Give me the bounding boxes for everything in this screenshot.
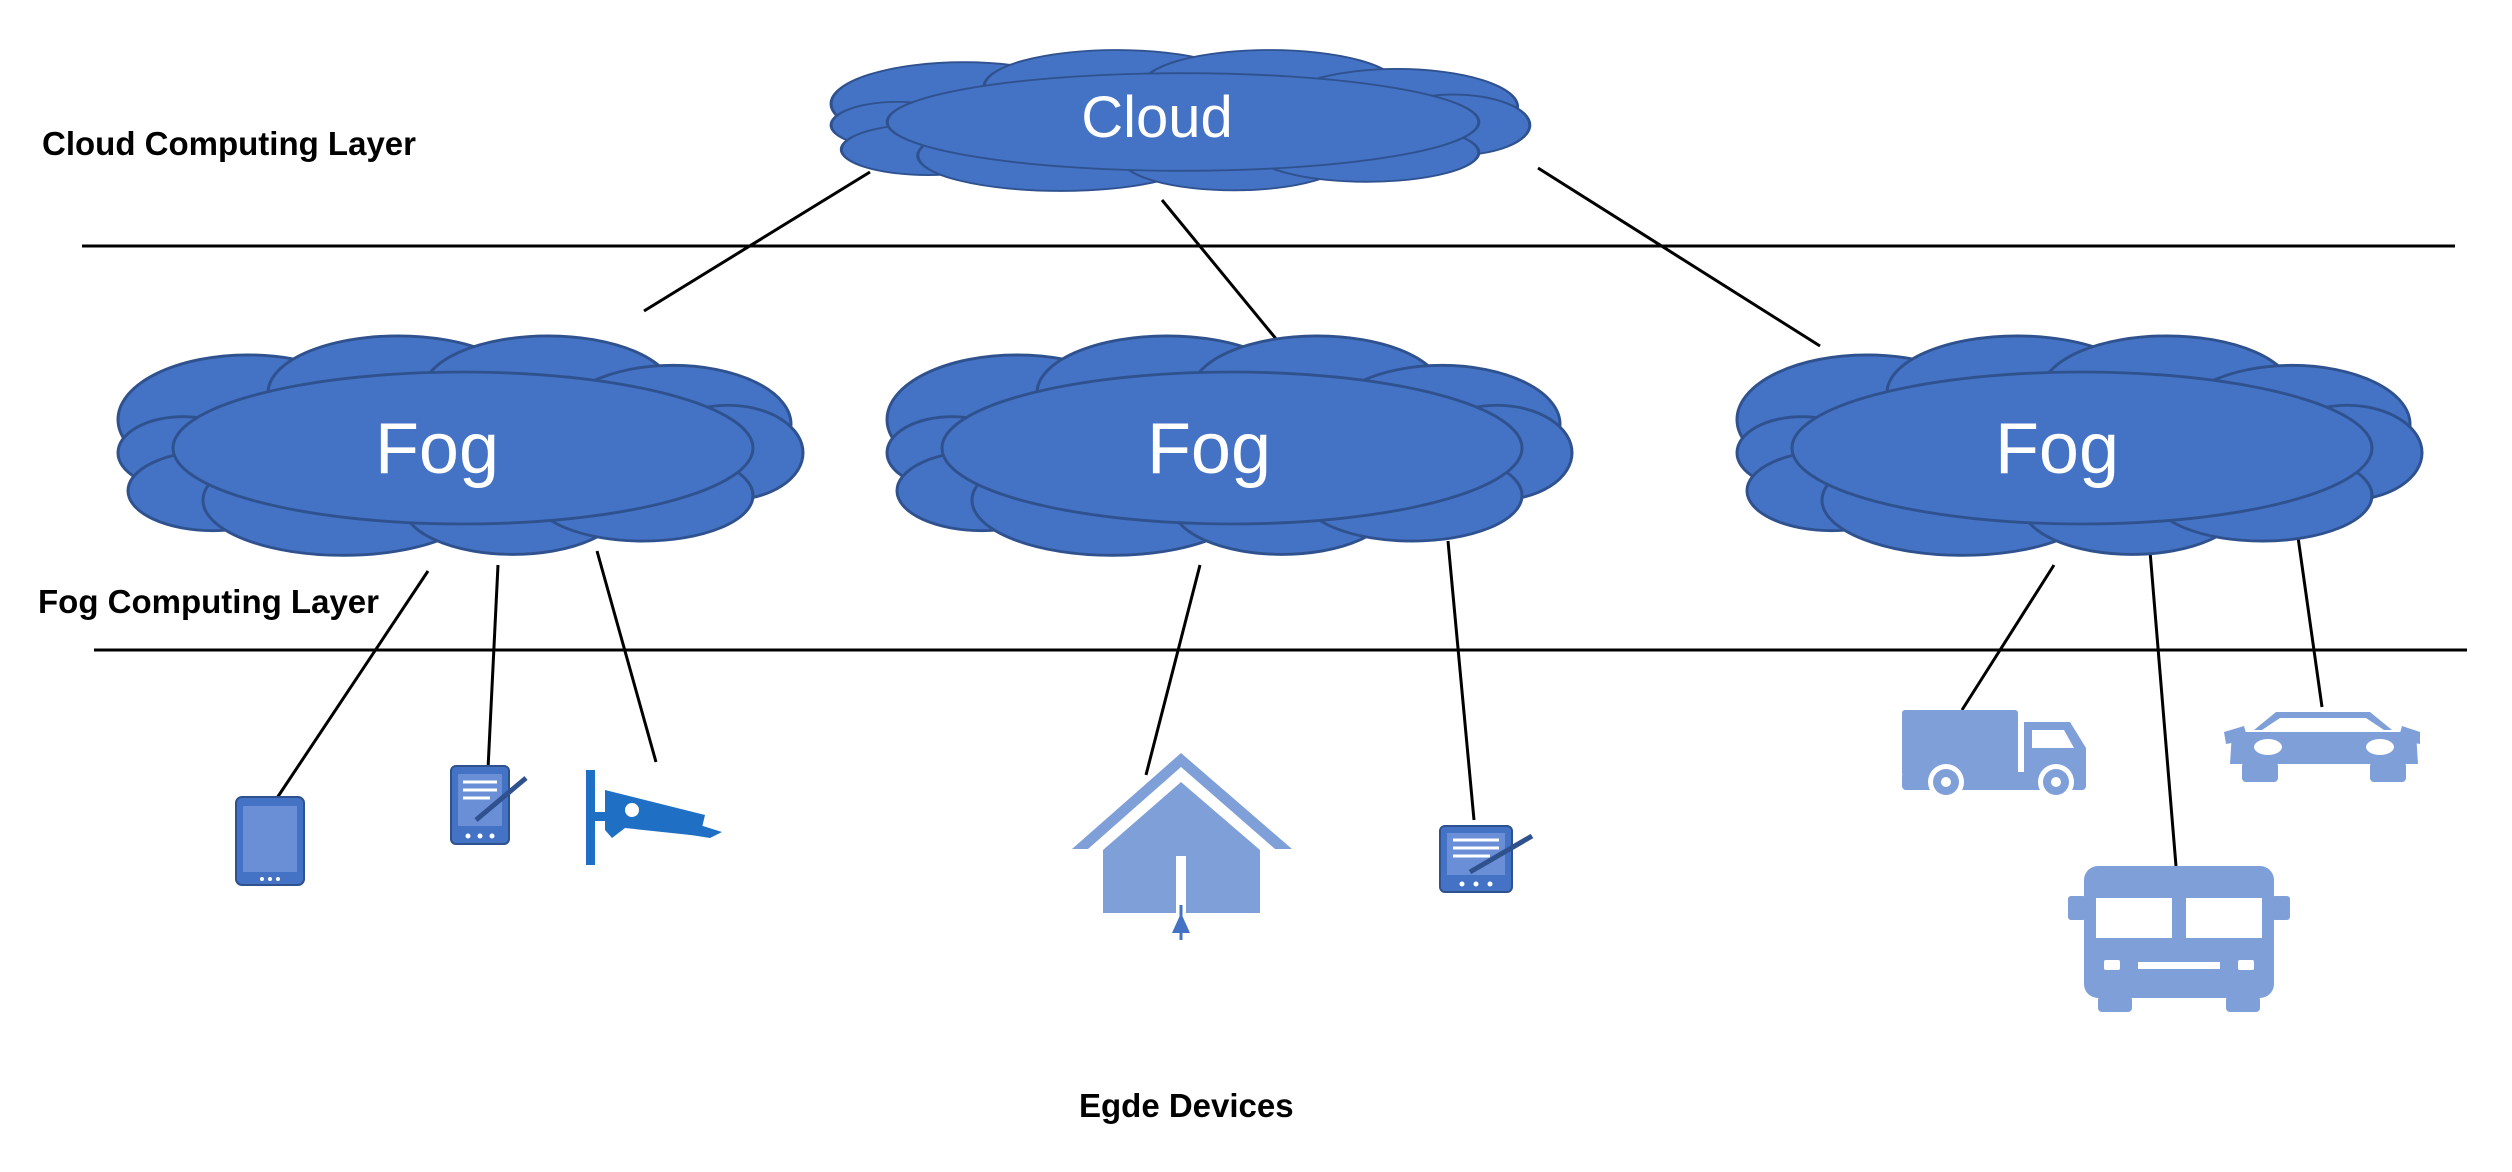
- connector-fog-left-tablet: [271, 570, 430, 805]
- fog-device-connectors: [271, 529, 2324, 867]
- pda-icon: [450, 765, 528, 845]
- fog-node-left-label: Fog: [375, 409, 499, 489]
- connector-fog-right-truck: [1960, 564, 2056, 711]
- cloud-layer-label: Cloud Computing Layer: [42, 125, 416, 162]
- connector-cloud-fog-right: [1537, 166, 1821, 348]
- truck-icon: [1902, 710, 2086, 800]
- car-icon: [2224, 712, 2420, 782]
- house-icon: [1072, 753, 1292, 940]
- pda-icon: [1439, 825, 1534, 893]
- connector-fog-center-pda: [1446, 540, 1476, 821]
- fog-node-center-label: Fog: [1147, 409, 1271, 489]
- connector-fog-right-car: [2295, 529, 2324, 708]
- connector-fog-center-house: [1144, 564, 1202, 776]
- tablet-icon: [235, 796, 305, 886]
- security-camera-icon: [586, 770, 722, 865]
- connector-cloud-fog-left: [643, 170, 871, 313]
- connector-cloud-fog-center: [1160, 199, 1288, 352]
- connector-fog-right-bus: [2148, 550, 2178, 867]
- fog-node-right-label: Fog: [1995, 409, 2119, 489]
- cloud-fog-connectors: [643, 166, 1821, 352]
- edge-devices-label: Egde Devices: [1079, 1087, 1294, 1124]
- connector-fog-left-camera: [595, 550, 658, 763]
- cloud-node-label: Cloud: [1081, 85, 1233, 150]
- connector-fog-left-pda: [486, 564, 500, 770]
- fog-layer-label: Fog Computing Layer: [38, 583, 379, 620]
- bus-icon: [2068, 866, 2290, 1012]
